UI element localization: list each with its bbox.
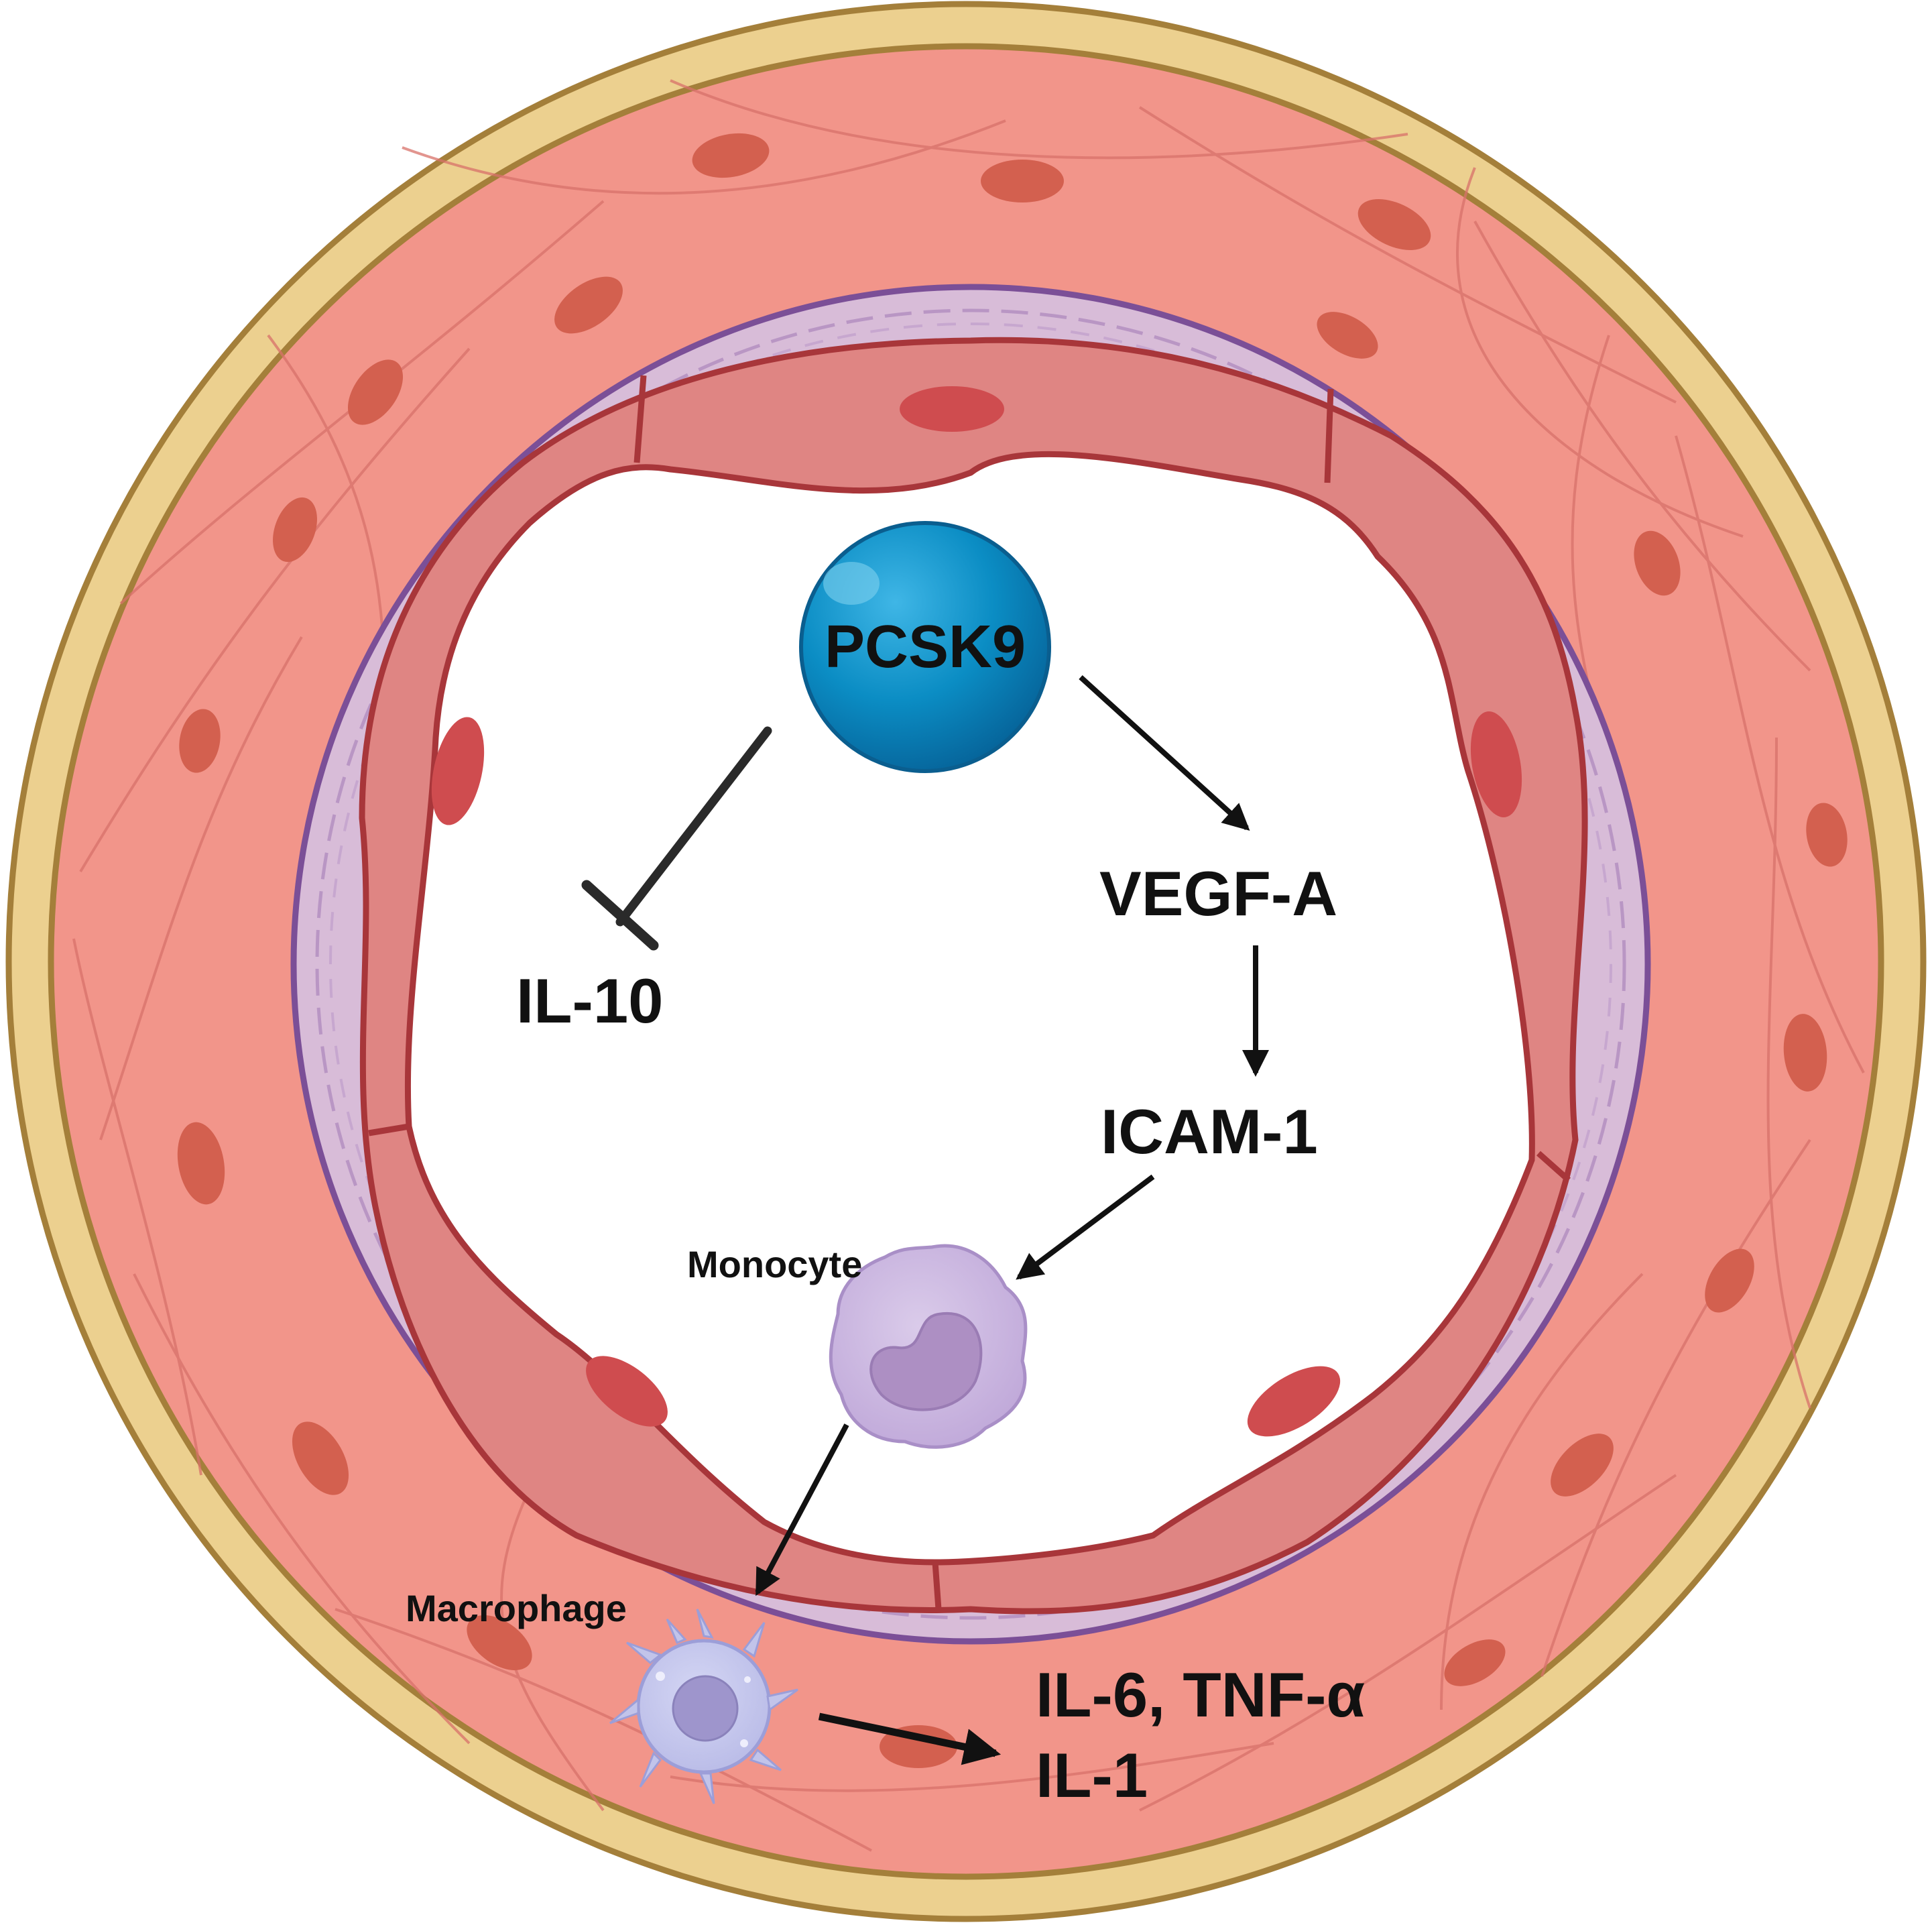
icam1-label: ICAM-1: [1101, 1096, 1318, 1167]
icam1-to-monocyte-edge: [1016, 1174, 1155, 1280]
lamina-fiber-1: [315, 308, 1626, 1620]
cytokines-label-line1: IL-6, TNF-α: [1036, 1659, 1365, 1730]
pcsk9-sphere-icon: [799, 521, 1051, 773]
pcsk9-inhibits-il10-edge: [615, 726, 772, 927]
monocyte-cell-icon: [829, 1244, 1028, 1449]
monocyte-label: Monocyte: [687, 1243, 862, 1285]
smooth-muscle-nuclei: [177, 133, 1848, 1768]
il10-label: IL-10: [516, 966, 663, 1036]
endothelial-nuclei: [431, 386, 1522, 1437]
macrophage-to-cytokines-edge: [818, 1712, 1002, 1765]
vegfa-label: VEGF-A: [1099, 858, 1337, 929]
cytokines-label-line2: IL-1: [1036, 1740, 1148, 1810]
inhibition-bar: [581, 880, 659, 951]
macrophage-label: Macrophage: [406, 1587, 627, 1629]
macrophage-cell-icon: [609, 1609, 798, 1804]
pcsk9-label: PCSK9: [825, 614, 1026, 681]
pcsk9-to-vegfa-edge: [1079, 675, 1250, 831]
endothelial-cell-junctions: [368, 375, 1571, 1610]
monocyte-to-macrophage-edge: [755, 1423, 849, 1596]
lamina-fiber-2: [329, 323, 1612, 1606]
